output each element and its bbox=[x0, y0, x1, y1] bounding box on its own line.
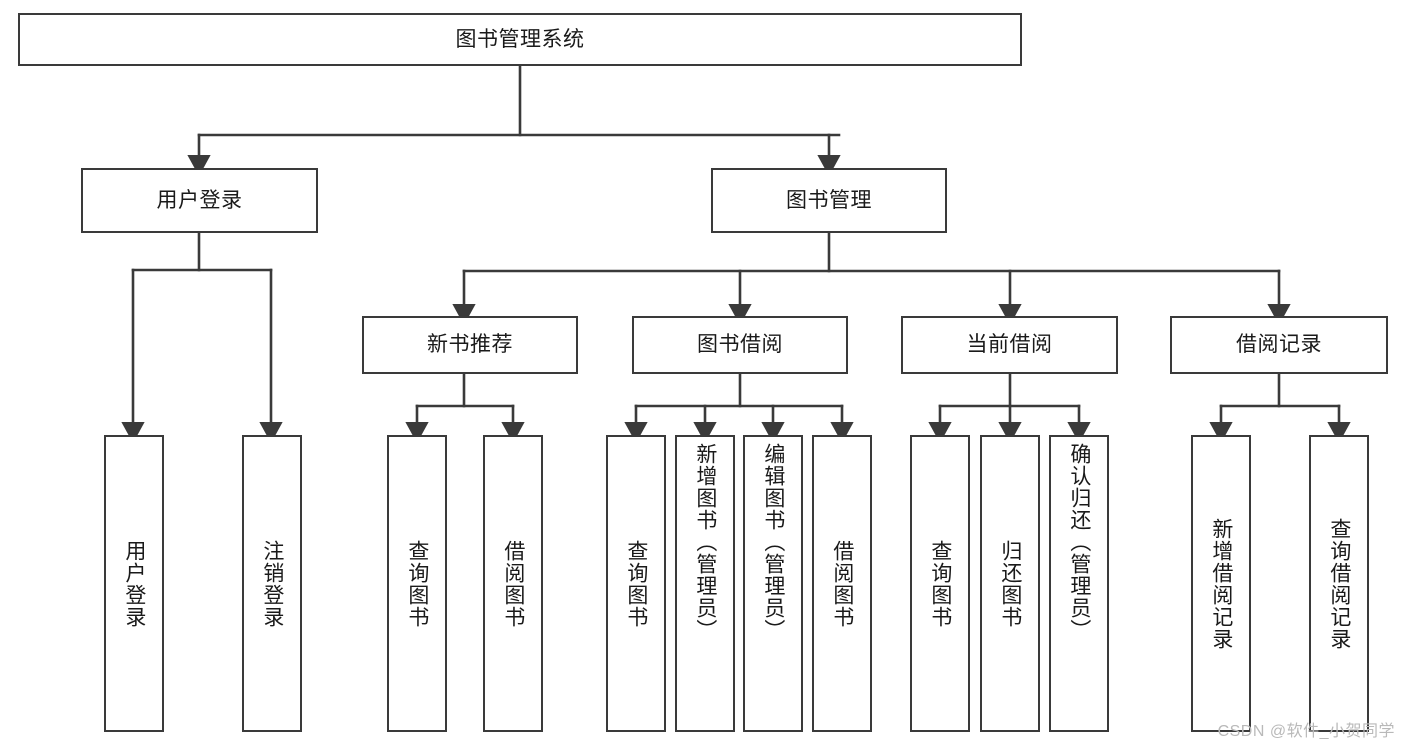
node-label: 借阅图书 bbox=[830, 539, 854, 628]
node-label: 新增借阅记录 bbox=[1209, 517, 1233, 650]
node-root-system[interactable]: 图书管理系统 bbox=[18, 13, 1022, 66]
node-label: 确认归还（管理员） bbox=[1067, 443, 1091, 641]
node-leaf-query-record[interactable]: 查询借阅记录 bbox=[1309, 435, 1369, 732]
node-label: 当前借阅 bbox=[966, 333, 1053, 357]
node-label: 新增图书（管理员） bbox=[693, 443, 717, 641]
node-new-book-recommend[interactable]: 新书推荐 bbox=[362, 316, 578, 374]
node-label: 借阅记录 bbox=[1236, 333, 1322, 357]
node-leaf-borrow-book-2[interactable]: 借阅图书 bbox=[812, 435, 872, 732]
node-leaf-query-book-2[interactable]: 查询图书 bbox=[606, 435, 666, 732]
node-label: 查询图书 bbox=[624, 539, 648, 628]
node-leaf-confirm-return[interactable]: 确认归还（管理员） bbox=[1049, 435, 1109, 732]
node-borrow-record[interactable]: 借阅记录 bbox=[1170, 316, 1388, 374]
node-label: 查询图书 bbox=[405, 539, 429, 628]
node-label: 图书借阅 bbox=[697, 333, 783, 357]
node-label: 查询图书 bbox=[928, 539, 952, 628]
node-leaf-query-book-1[interactable]: 查询图书 bbox=[387, 435, 447, 732]
node-user-login[interactable]: 用户登录 bbox=[81, 168, 318, 233]
node-label: 编辑图书（管理员） bbox=[761, 443, 785, 641]
node-label: 用户登录 bbox=[156, 188, 243, 212]
node-leaf-add-record[interactable]: 新增借阅记录 bbox=[1191, 435, 1251, 732]
node-leaf-edit-book[interactable]: 编辑图书（管理员） bbox=[743, 435, 803, 732]
node-leaf-query-book-3[interactable]: 查询图书 bbox=[910, 435, 970, 732]
node-label: 新书推荐 bbox=[427, 333, 513, 357]
node-label: 借阅图书 bbox=[501, 539, 525, 628]
node-leaf-user-login[interactable]: 用户登录 bbox=[104, 435, 164, 732]
node-leaf-add-book[interactable]: 新增图书（管理员） bbox=[675, 435, 735, 732]
node-label: 用户登录 bbox=[122, 539, 146, 628]
node-label: 图书管理 bbox=[786, 188, 872, 212]
node-leaf-return-book[interactable]: 归还图书 bbox=[980, 435, 1040, 732]
node-book-borrow[interactable]: 图书借阅 bbox=[632, 316, 848, 374]
node-leaf-borrow-book-1[interactable]: 借阅图书 bbox=[483, 435, 543, 732]
node-label: 归还图书 bbox=[998, 539, 1022, 628]
node-book-manage[interactable]: 图书管理 bbox=[711, 168, 947, 233]
node-label: 图书管理系统 bbox=[455, 27, 585, 51]
node-current-borrow[interactable]: 当前借阅 bbox=[901, 316, 1118, 374]
watermark-csdn: CSDN @软件_小贺同学 bbox=[1217, 723, 1395, 740]
node-label: 查询借阅记录 bbox=[1327, 517, 1351, 650]
node-label: 注销登录 bbox=[260, 539, 284, 628]
node-leaf-user-logout[interactable]: 注销登录 bbox=[242, 435, 302, 732]
